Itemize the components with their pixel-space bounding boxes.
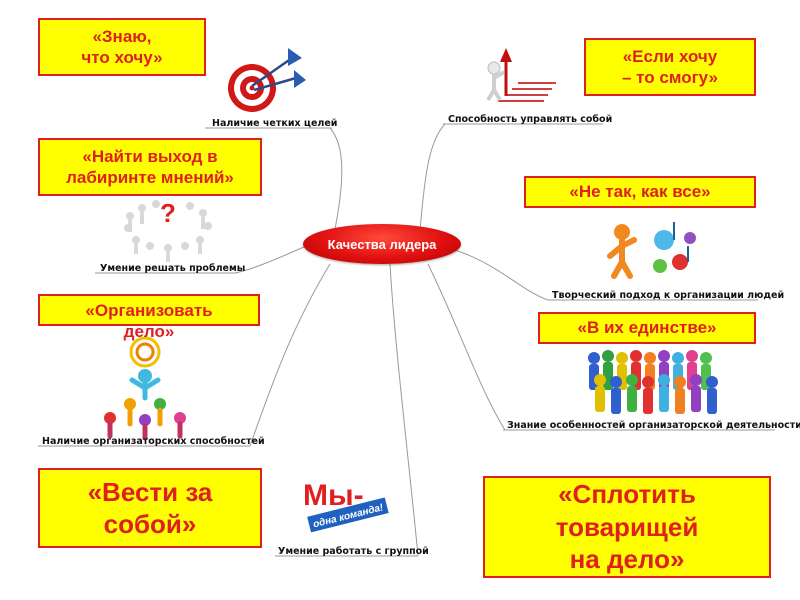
- branch-knowledge[interactable]: Знание особенностей организаторской деят…: [507, 420, 800, 431]
- svg-text:?: ?: [160, 198, 176, 228]
- branch-group-work[interactable]: Умение работать с группой: [278, 546, 429, 557]
- connector-organizer: [250, 264, 330, 446]
- quote-labyrinth: «Найти выход в лабиринте мнений»: [38, 138, 262, 196]
- branch-problem-solving[interactable]: Умение решать проблемы: [100, 263, 245, 274]
- branch-organizer[interactable]: Наличие организаторских способностей: [42, 436, 265, 447]
- center-node[interactable]: Качества лидера: [303, 224, 461, 264]
- quote-know-want: «Знаю, что хочу»: [38, 18, 206, 76]
- target-darts-icon: [228, 48, 306, 112]
- connector-knowledge: [428, 264, 505, 430]
- connector-creative: [455, 250, 548, 300]
- stairs-climbing-icon: [488, 48, 556, 101]
- center-label: Качества лидера: [328, 237, 437, 252]
- quote-if-want: «Если хочу – то смогу»: [584, 38, 756, 96]
- quote-not-like-all: «Не так, как все»: [524, 176, 756, 208]
- quote-unity: «В их единстве»: [538, 312, 756, 344]
- branch-goals[interactable]: Наличие четких целей: [212, 118, 337, 129]
- team-logo: Мы- одна команда!: [300, 470, 389, 536]
- colorful-people-group-icon: [588, 350, 718, 414]
- quote-lead: «Вести за собой»: [38, 468, 262, 548]
- connector-problem-solving: [235, 246, 306, 273]
- branch-creative[interactable]: Творческий подход к организации людей: [552, 290, 784, 301]
- people-pyramid-icon: [104, 338, 186, 438]
- question-circle-people-icon: ?: [124, 198, 212, 262]
- connector-group-work: [390, 264, 418, 556]
- branch-self-control[interactable]: Способность управлять собой: [448, 114, 612, 125]
- quote-organize: «Организовать дело»: [38, 294, 260, 326]
- creative-person-music-icon: [610, 222, 696, 276]
- connector-self-control: [420, 124, 445, 231]
- connector-goals: [330, 128, 342, 234]
- quote-unite: «Сплотить товарищей на дело»: [483, 476, 771, 578]
